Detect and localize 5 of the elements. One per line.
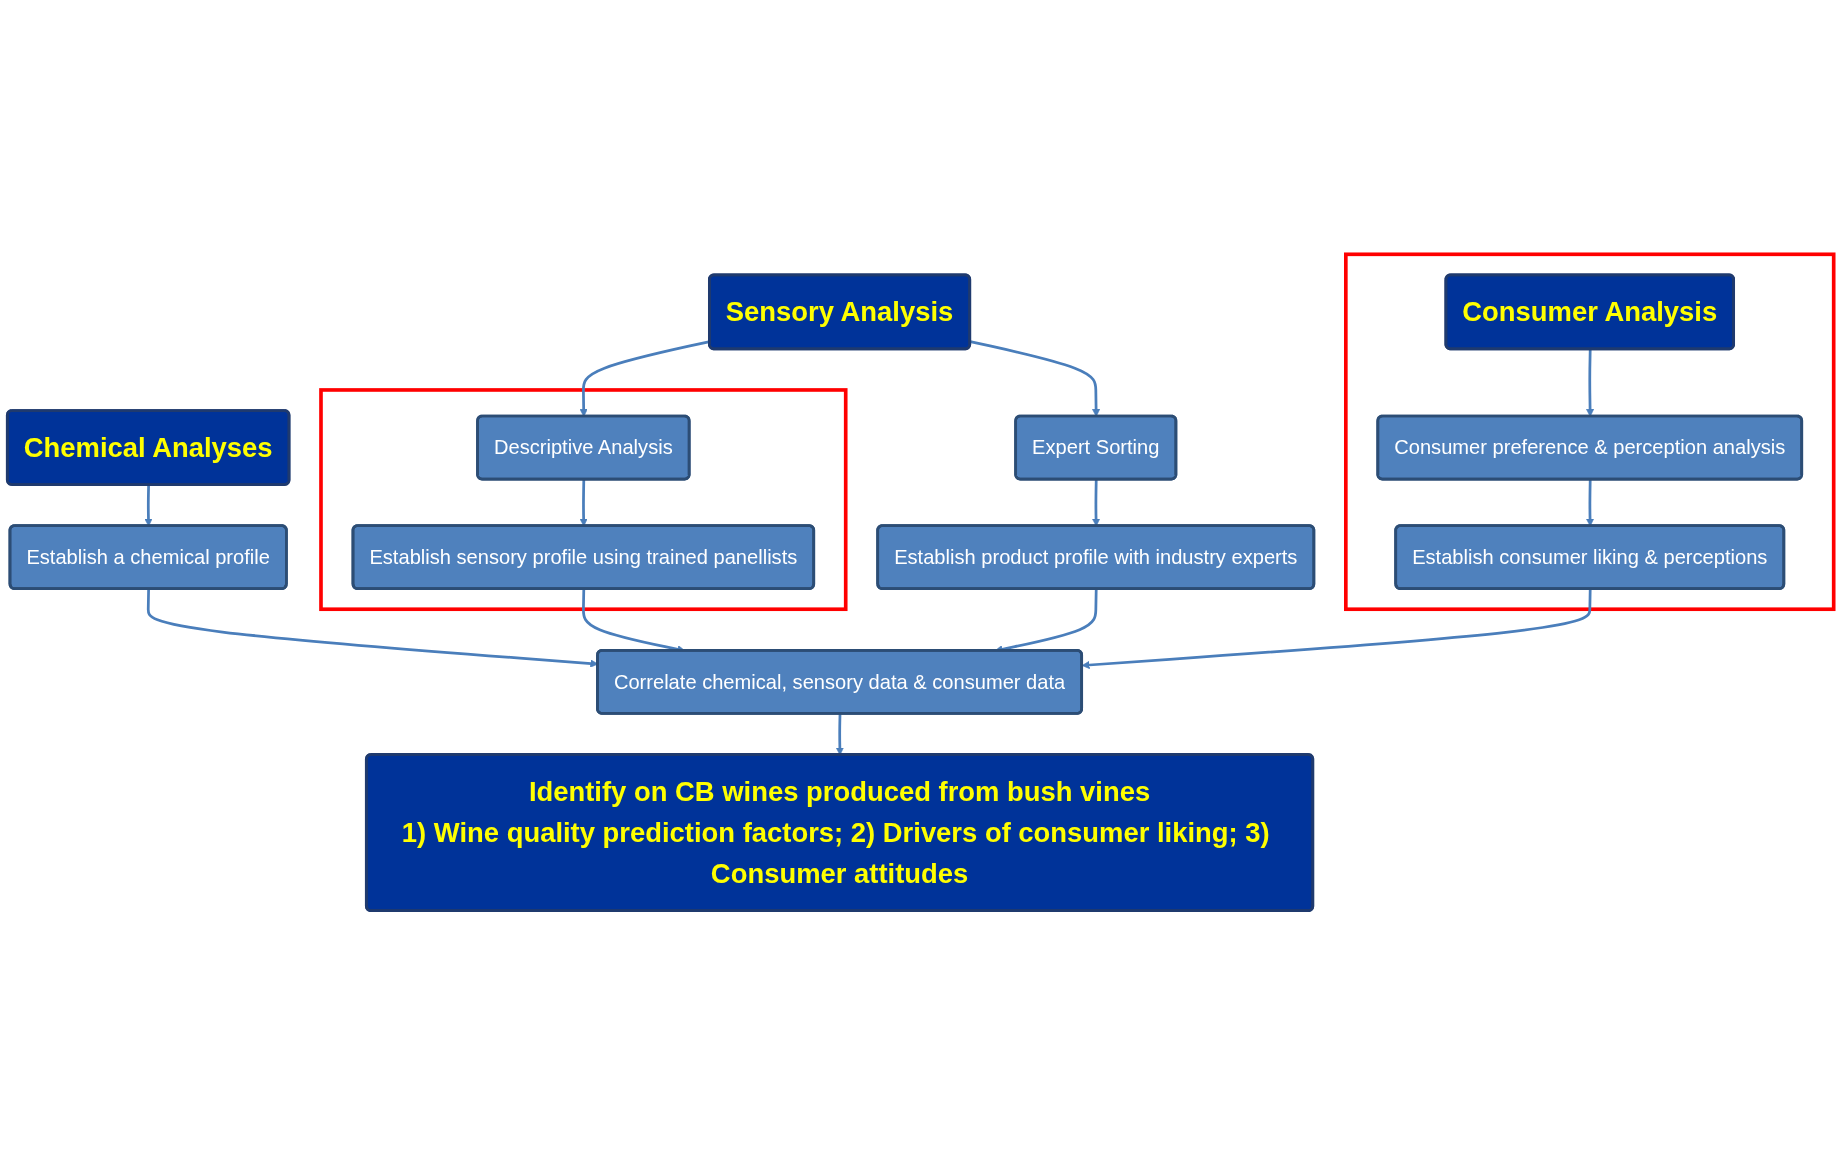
cluster <box>1344 252 1836 612</box>
cluster <box>319 388 848 612</box>
arrow <box>969 340 1101 417</box>
arrow <box>1586 349 1595 417</box>
arrow <box>1081 589 1592 669</box>
